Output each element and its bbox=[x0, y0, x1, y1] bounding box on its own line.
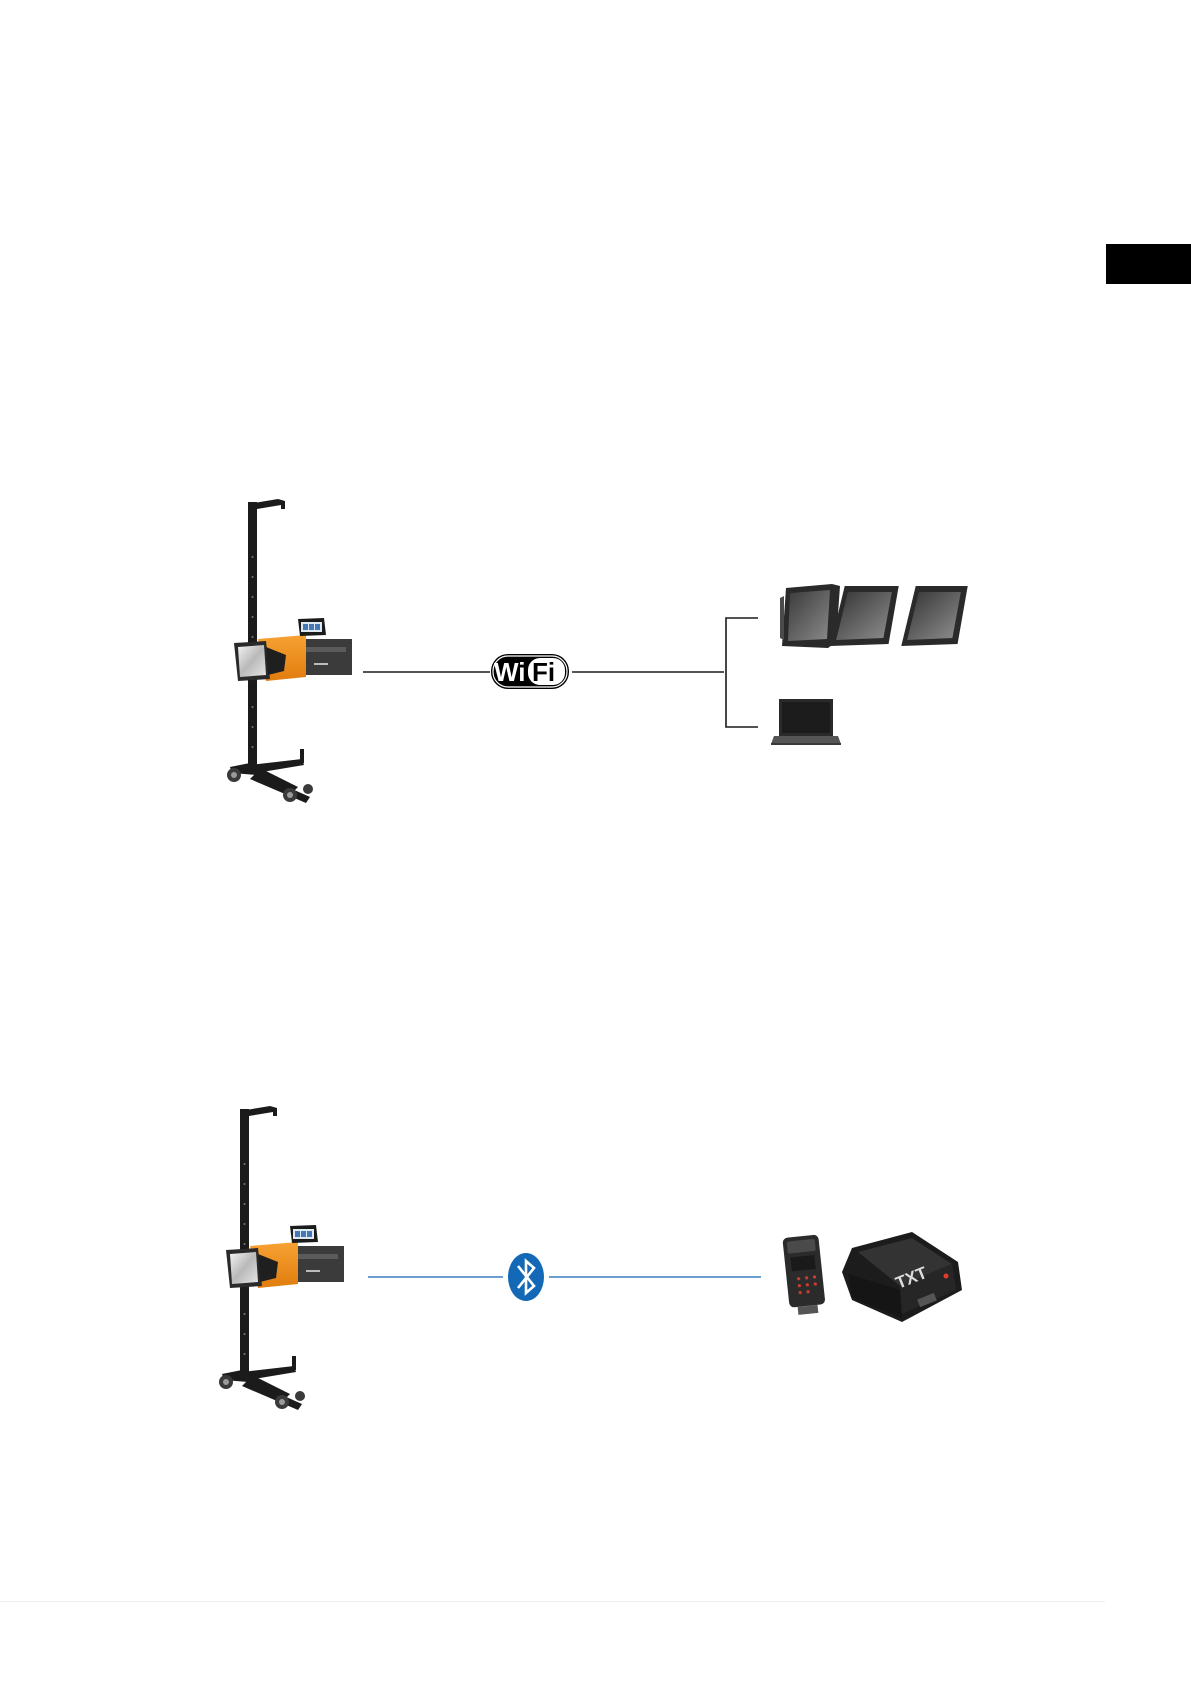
vci-interface-box-icon: TXT bbox=[842, 1232, 962, 1322]
headlight-tester-icon bbox=[219, 1106, 344, 1410]
bluetooth-connection-section: TXT bbox=[219, 1106, 962, 1410]
bluetooth-icon bbox=[508, 1253, 544, 1301]
laptop-icon bbox=[771, 699, 841, 745]
wifi-icon: Wi Fi bbox=[491, 654, 569, 689]
tablet-icon bbox=[901, 586, 967, 646]
wifi-badge-wi: Wi bbox=[494, 657, 526, 687]
vci-dongle-icon bbox=[782, 1234, 826, 1315]
wifi-connection-section: Wi Fi bbox=[227, 499, 968, 803]
footer-divider bbox=[0, 1601, 1105, 1602]
tablet-icon bbox=[780, 584, 840, 648]
headlight-tester-icon bbox=[227, 499, 352, 803]
wifi-badge-fi: Fi bbox=[532, 657, 555, 687]
wifi-branch-bracket bbox=[726, 618, 758, 727]
tablet-icon bbox=[830, 586, 898, 646]
